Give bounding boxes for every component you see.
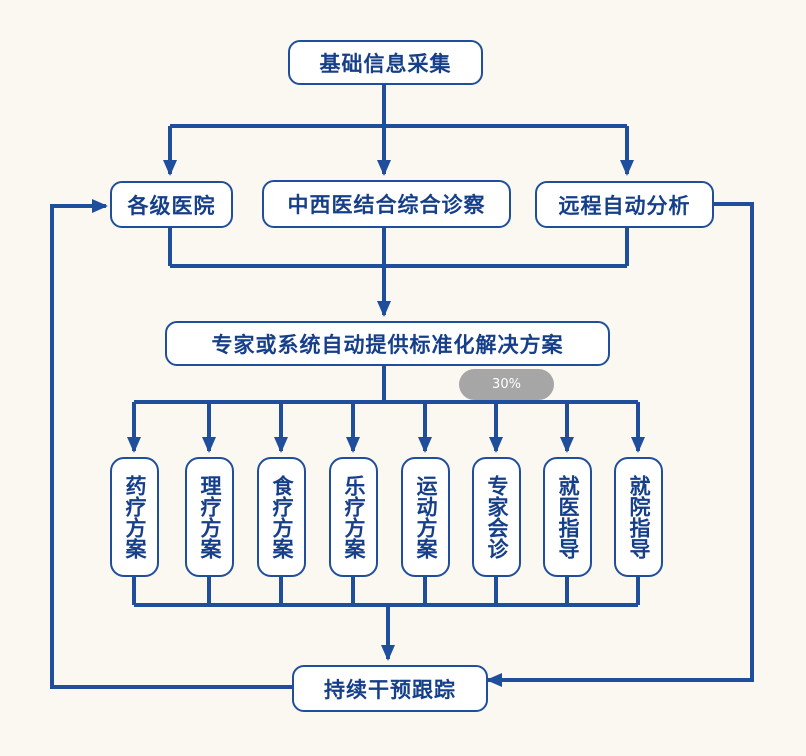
box-plan-medicine: 药疗方案	[110, 457, 159, 577]
box-plan-physiotherapy: 理疗方案	[185, 457, 234, 577]
box-continuous-tracking: 持续干预跟踪	[292, 665, 488, 712]
box-integrated-diagnosis: 中西医结合综合诊察	[262, 180, 511, 228]
box-plan-exercise: 运动方案	[401, 457, 450, 577]
box-expert-solution: 专家或系统自动提供标准化解决方案	[165, 321, 610, 366]
arrow-feedback-left	[50, 199, 292, 689]
box-plan-music: 乐疗方案	[329, 457, 378, 577]
box-plan-consultation: 专家会诊	[472, 457, 521, 577]
box-plan-hospital-guidance: 就院指导	[614, 457, 663, 577]
box-remote-analysis: 远程自动分析	[535, 181, 714, 228]
arrow-feedback-right	[486, 202, 754, 687]
box-plan-medical-guidance: 就医指导	[543, 457, 592, 577]
progress-badge: 30%	[459, 369, 554, 400]
box-hospitals: 各级医院	[110, 181, 233, 228]
box-plan-diet: 食疗方案	[257, 457, 306, 577]
box-basic-info-collection: 基础信息采集	[288, 40, 483, 85]
